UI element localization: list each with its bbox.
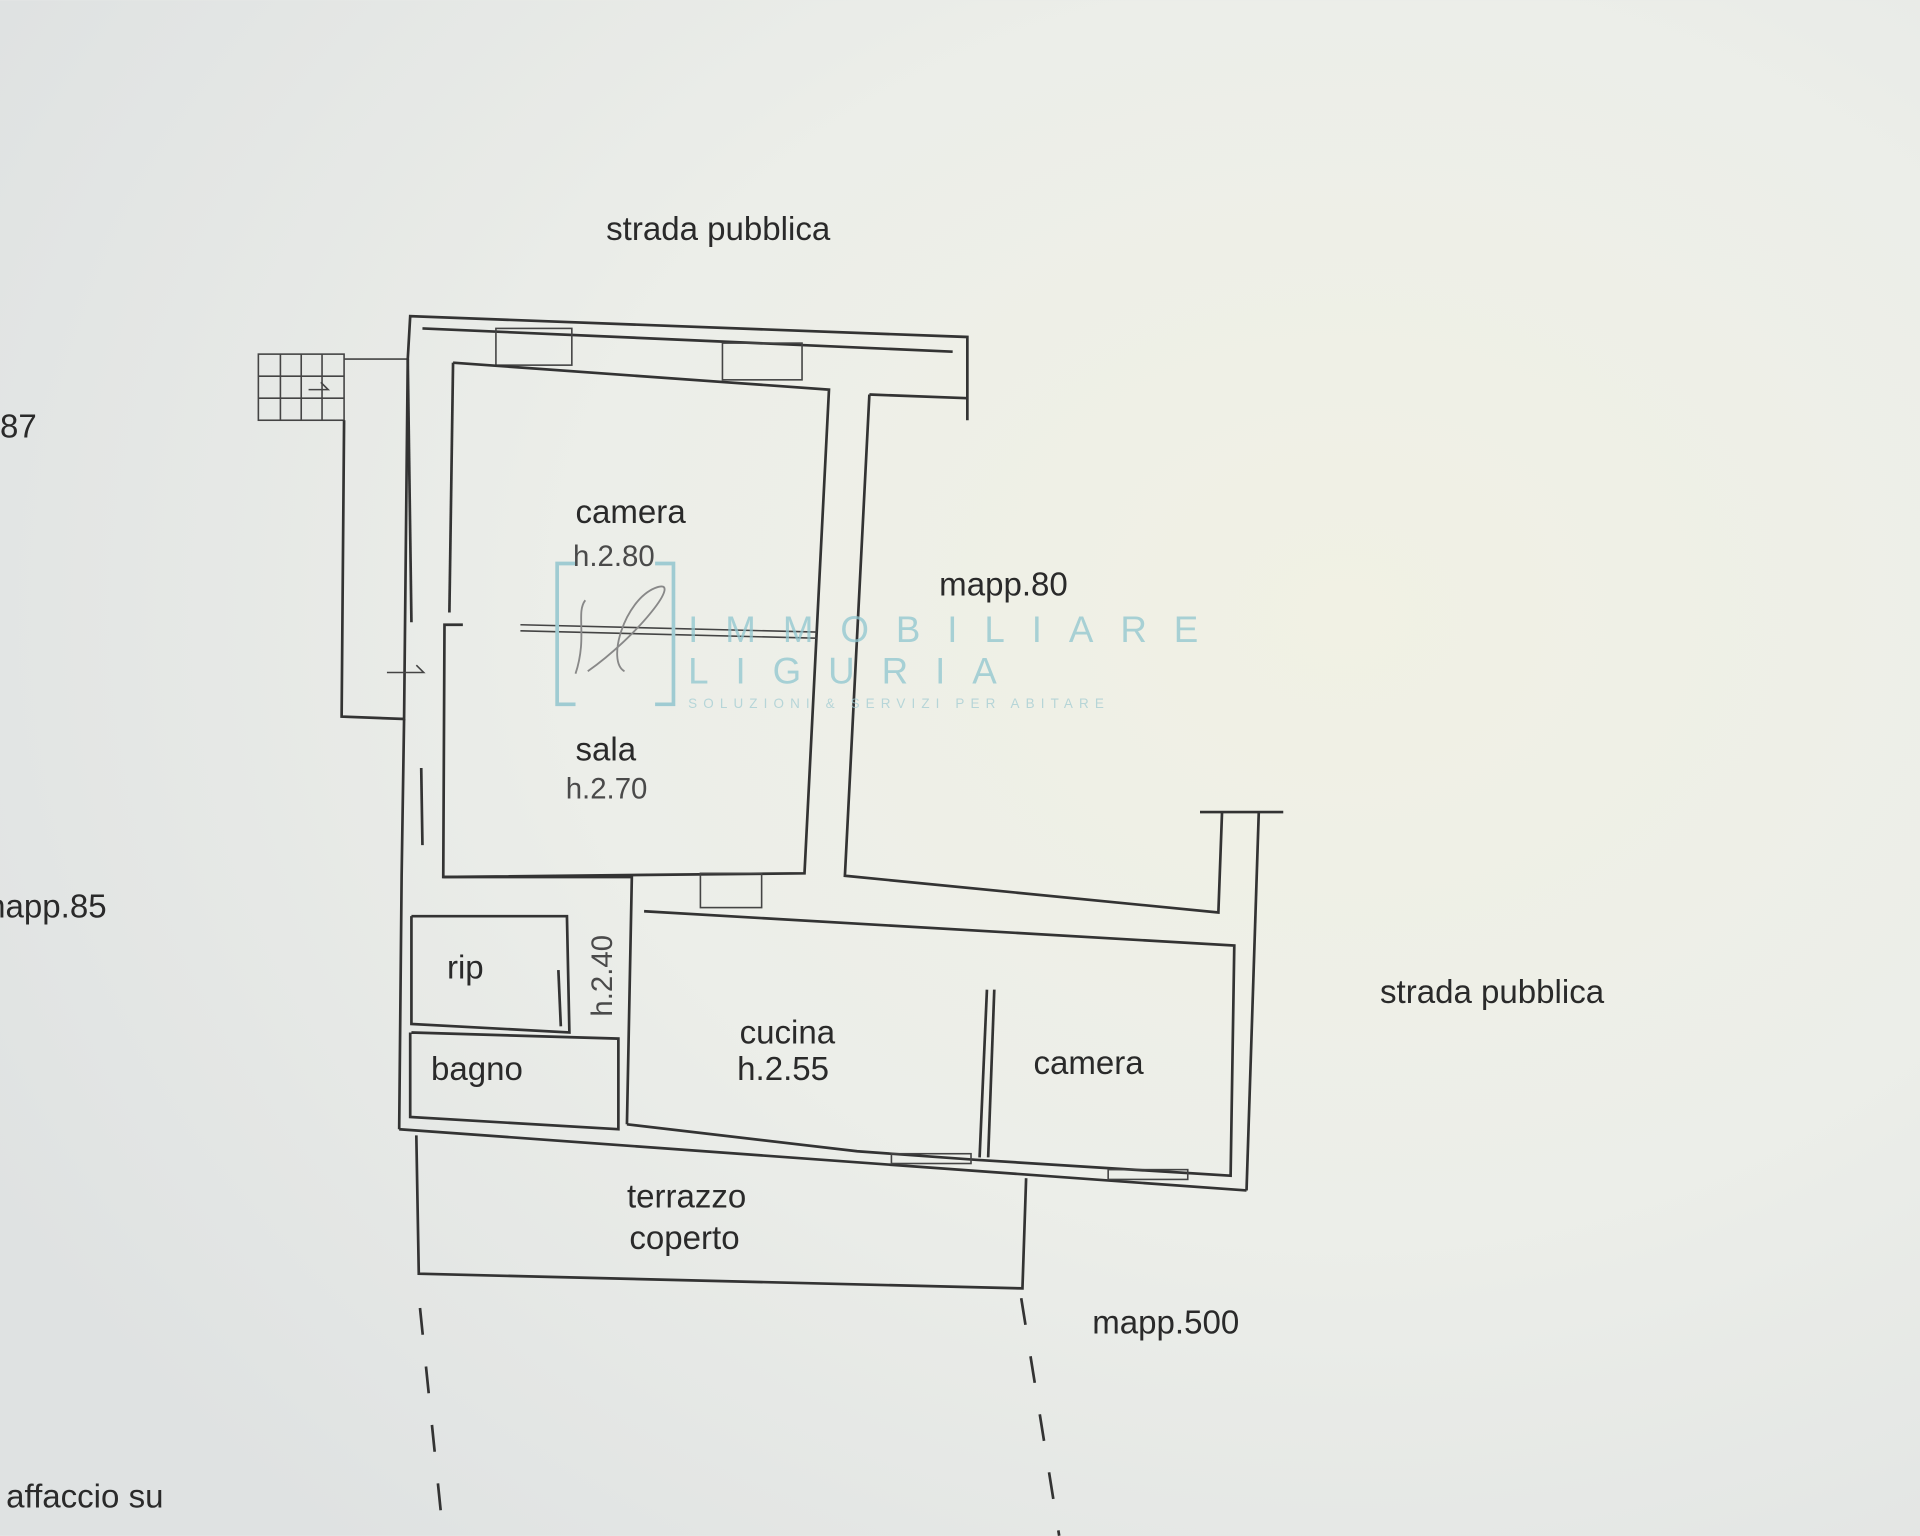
room-sala-height: h.2.70: [566, 773, 648, 806]
walls: [257, 314, 1284, 1536]
room-cucina: cucina: [740, 1015, 836, 1052]
mapp-80-label: mapp.80: [939, 566, 1068, 603]
corridor-height: h.2.40: [586, 935, 619, 1017]
bottom-left-label: affaccio su: [6, 1479, 163, 1516]
watermark-line1: IMMOBILIARE: [688, 609, 1225, 650]
mapp-500-label: mapp.500: [1092, 1305, 1239, 1342]
stair-icon: [257, 353, 408, 422]
room-camera-top: camera: [576, 494, 687, 531]
street-top-label: strada pubblica: [606, 211, 831, 248]
mapp-85-label: mapp.85: [0, 888, 107, 925]
room-cucina-height: h.2.55: [737, 1051, 829, 1088]
room-sala: sala: [576, 732, 637, 769]
room-camera-top-height: h.2.80: [573, 540, 655, 573]
mapp-87-label: 87: [0, 408, 37, 445]
watermark-line2: LIGURIA: [688, 651, 1023, 692]
room-terrazzo-line1: terrazzo: [627, 1179, 746, 1216]
room-bagno: bagno: [431, 1051, 523, 1088]
room-terrazzo-line2: coperto: [629, 1220, 739, 1257]
watermark-logo: IMMOBILIARE LIGURIA SOLUZIONI & SERVIZI …: [555, 561, 1225, 711]
room-camera-right: camera: [1033, 1045, 1144, 1082]
street-right-label: strada pubblica: [1380, 974, 1605, 1011]
room-rip: rip: [447, 950, 484, 987]
watermark-tagline: SOLUZIONI & SERVIZI PER ABITARE: [688, 696, 1110, 711]
